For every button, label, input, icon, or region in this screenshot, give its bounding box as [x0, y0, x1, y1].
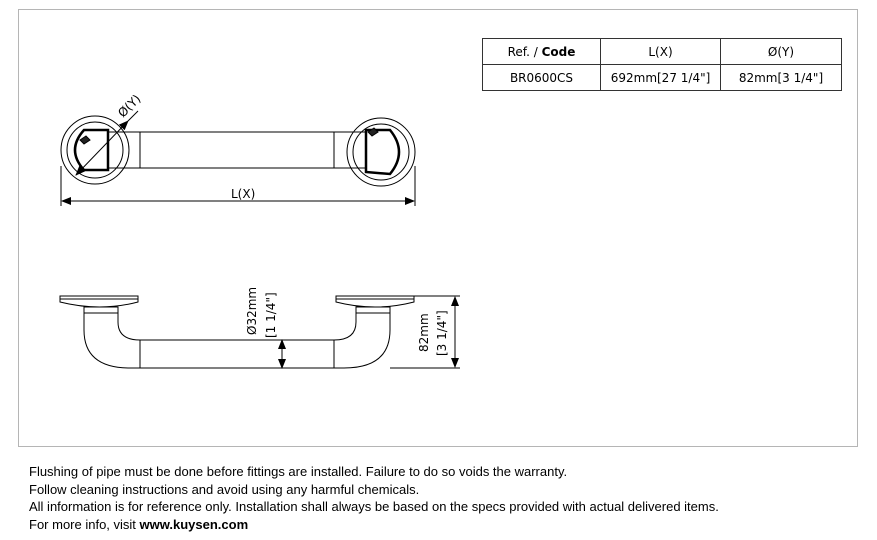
- cell-code: BR0600CS: [482, 64, 601, 91]
- left-flange-side: [59, 295, 139, 308]
- right-screw-mark: [367, 127, 379, 137]
- right-post-collar: [355, 306, 391, 314]
- note-line-3: All information is for reference only. I…: [29, 499, 719, 514]
- left-bar-end: [73, 128, 110, 172]
- right-flange-side: [335, 295, 415, 308]
- website-link[interactable]: www.kuysen.com: [139, 516, 249, 532]
- right-flange-inner: [352, 123, 410, 181]
- header-diameter: Ø(Y): [720, 38, 842, 65]
- note-line-2: Follow cleaning instructions and avoid u…: [29, 481, 420, 497]
- projection-mm-label: 82mm: [417, 313, 431, 352]
- spec-table-header: Ref. / Code L(X) Ø(Y): [482, 38, 842, 65]
- left-screw-mark: [79, 135, 91, 145]
- drawing-frame: [18, 9, 858, 447]
- diameter-leader: [127, 110, 139, 122]
- top-view: [60, 110, 416, 206]
- spec-table: Ref. / Code L(X) Ø(Y) BR0600CS 692mm[27 …: [482, 38, 842, 91]
- note-line-1: Flushing of pipe must be done before fit…: [29, 464, 568, 479]
- length-label: L(X): [231, 187, 255, 201]
- left-flange-outer: [60, 115, 130, 185]
- side-view: [59, 295, 460, 369]
- notes-block: Flushing of pipe must be done before fit…: [29, 463, 719, 533]
- diameter-dimension-line: [75, 120, 129, 176]
- note-line-4-prefix: For more info, visit: [29, 516, 140, 532]
- tube-diameter-in-label: [1 1/4"]: [264, 292, 278, 338]
- tube-inner-edge: [117, 313, 357, 341]
- right-bar-end: [364, 128, 401, 176]
- cell-diameter: 82mm[3 1/4"]: [720, 64, 842, 91]
- bar-tube: [139, 131, 335, 169]
- right-flange-outer: [346, 117, 416, 187]
- note-line-4: For more info, visit www.kuysen.com: [29, 516, 719, 534]
- spec-table-row: BR0600CS 692mm[27 1/4"] 82mm[3 1/4"]: [482, 64, 842, 91]
- projection-in-label: [3 1/4"]: [435, 310, 449, 356]
- tube-outer-edge: [83, 313, 391, 369]
- cell-length: 692mm[27 1/4"]: [600, 64, 721, 91]
- tube-diameter-mm-label: Ø32mm: [245, 287, 259, 335]
- left-post-collar: [83, 306, 119, 314]
- diameter-callout-label: Ø(Y): [115, 92, 143, 120]
